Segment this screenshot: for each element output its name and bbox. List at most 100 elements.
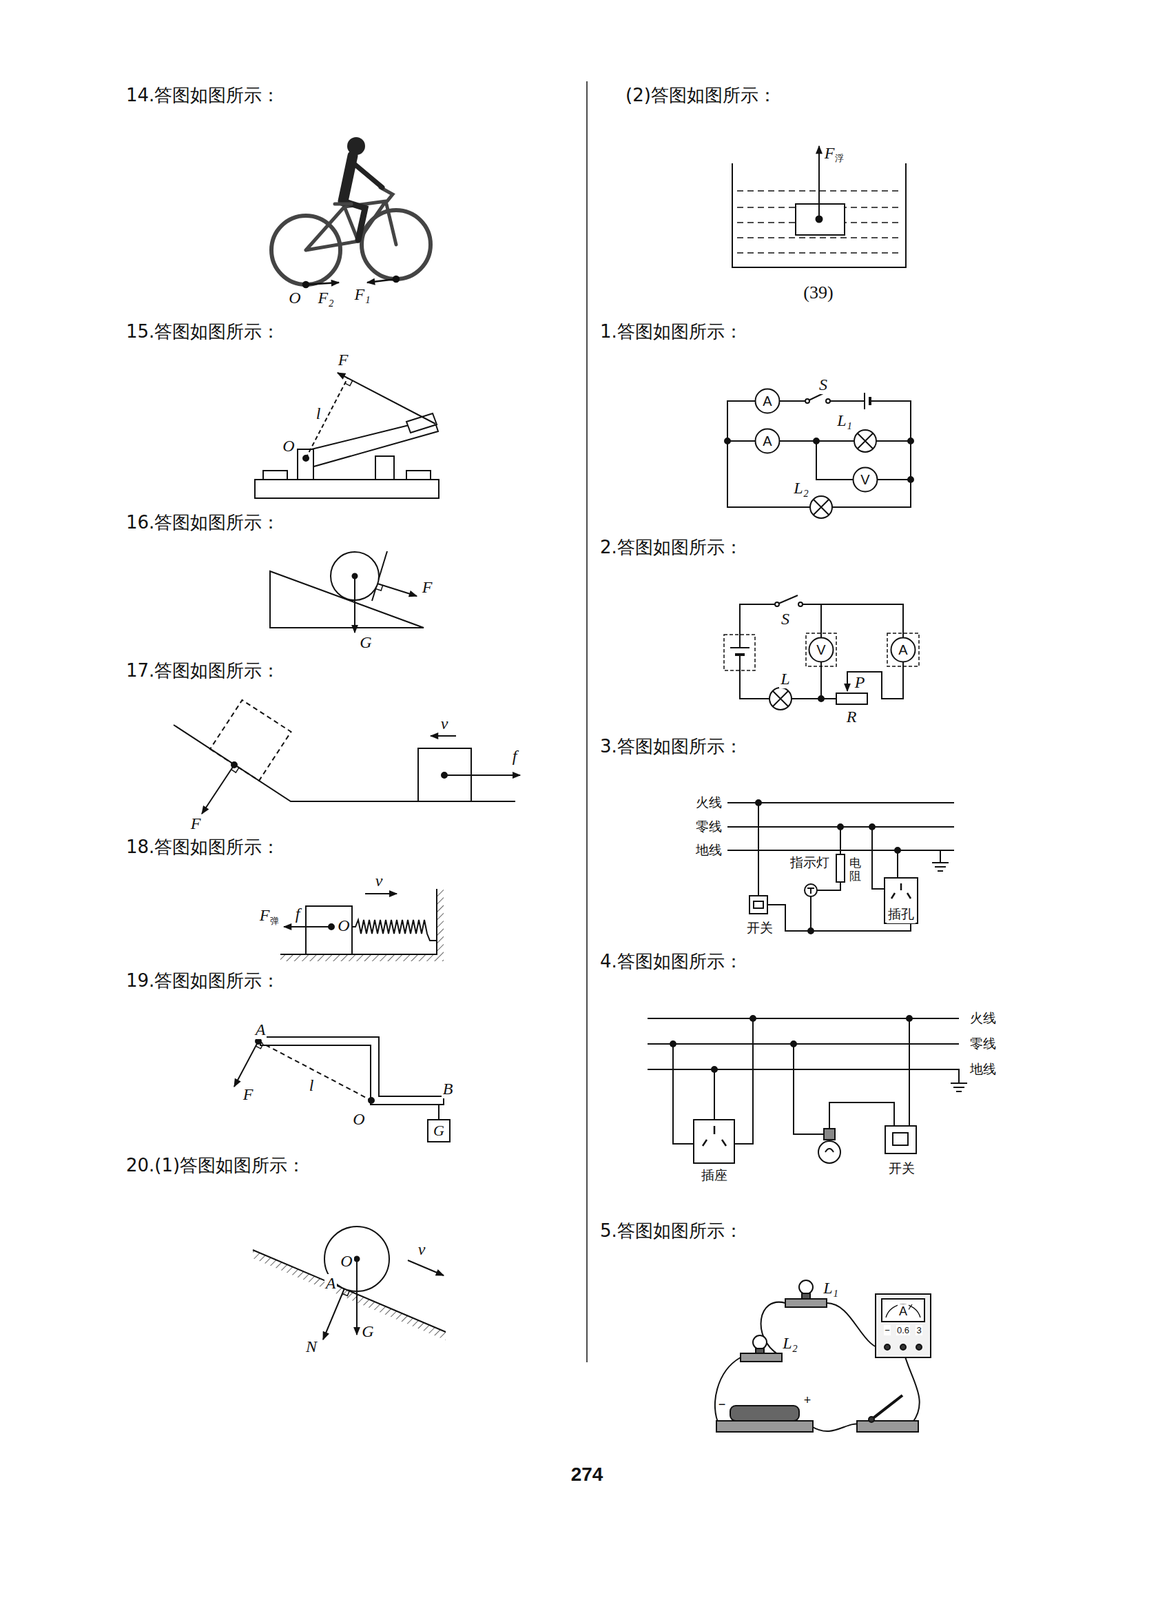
subscript-label: 弹 (268, 914, 281, 928)
household-circuit-3-part (872, 826, 898, 889)
bicycle-figure-part (352, 162, 383, 188)
node-label: V (860, 471, 870, 488)
household-circuit-4-part (790, 1040, 797, 1047)
household-circuit-3-part (891, 883, 911, 899)
circuit-1-part (825, 398, 831, 403)
circuit-1 (724, 391, 914, 519)
answer-heading: 15.答图如图所示： (124, 319, 282, 344)
answer-heading: 18.答图如图所示： (124, 834, 282, 860)
household-circuit-4-part (823, 1128, 835, 1140)
household-circuit-4-part (647, 1018, 959, 1083)
real-circuit-5-part (785, 1298, 827, 1307)
variable-label: f (511, 746, 519, 766)
incline-figure-part (173, 724, 516, 802)
circuit-2-part-part (887, 633, 919, 667)
lever-figure-part (297, 449, 314, 480)
lever-figure-part (345, 380, 353, 386)
household-circuit-3-part (808, 927, 814, 934)
meter-circle (755, 429, 780, 454)
wedge-figure-part (376, 584, 384, 591)
spring-figure-part (283, 925, 332, 928)
circuit-2-part-part (724, 634, 756, 671)
wire-label: 火线 (968, 1009, 998, 1028)
household-circuit-4-part (950, 1082, 968, 1092)
variable-label: F₁ (352, 285, 372, 304)
variable-label: l (307, 1076, 316, 1095)
bent-lever-figure-part (234, 1040, 259, 1087)
circuit-2-part (818, 695, 824, 702)
slope-figure-part (252, 1249, 446, 1340)
meter-scale-label: 3 (915, 1324, 922, 1336)
page-number: 274 (569, 1463, 605, 1486)
subscript-label: 浮 (833, 152, 846, 165)
circuit-1-part (907, 476, 914, 483)
real-circuit-5-part (811, 1423, 862, 1431)
wire-label: 插孔 (886, 905, 916, 924)
household-circuit-4-part (670, 1040, 676, 1047)
variable-label: L₂ (792, 478, 811, 498)
force-arrows-part (367, 278, 397, 283)
variable-label: B (441, 1079, 455, 1099)
meter-symbol: V (852, 466, 879, 493)
beaker-figure (732, 146, 906, 268)
meter-circle (891, 637, 916, 663)
variable-label: P (853, 673, 867, 692)
circuit-1-part (810, 495, 833, 519)
lever-figure-part (305, 378, 348, 459)
variable-label: L₁ (821, 1278, 840, 1298)
variable-label: L₁ (835, 411, 854, 430)
spring-figure-part (280, 888, 437, 955)
incline-figure-part (210, 699, 292, 781)
variable-label: S (779, 609, 791, 629)
lever-figure-part (375, 456, 395, 480)
node-label: A (762, 433, 772, 450)
variable-label: O (351, 1109, 366, 1129)
wedge-figure (270, 551, 424, 633)
variable-label: v (416, 1239, 428, 1259)
node-label: A (762, 393, 772, 410)
wire-label: 插座 (699, 1166, 729, 1185)
incline-figure-part (231, 767, 240, 773)
variable-label: O (336, 916, 351, 935)
real-circuit-5-part (740, 1352, 782, 1362)
meter-symbol: A (754, 427, 781, 454)
real-circuit-5-part (856, 1420, 919, 1432)
terminal-label: A (897, 1304, 909, 1319)
household-circuit-4-part (825, 1148, 834, 1152)
circuit-2-part (798, 602, 803, 607)
wire-label: 地线 (968, 1060, 998, 1079)
slope-figure-part (356, 1258, 358, 1335)
variable-label: R (845, 707, 859, 727)
spring-figure-part (352, 919, 437, 941)
spring-figure-part (305, 905, 353, 955)
answer-heading: (2)答图如图所示： (624, 83, 778, 108)
household-circuit-3-part (869, 823, 875, 830)
circuit-1-part (854, 429, 877, 452)
slope-figure-part (323, 1288, 345, 1340)
variable-label: O (281, 436, 296, 456)
wire-label: 零线 (694, 817, 724, 836)
household-circuit-4-part (818, 1140, 841, 1163)
bent-lever-figure-part (368, 1097, 375, 1103)
real-circuit-5-part (799, 1279, 813, 1294)
household-circuit-4-part (711, 1066, 718, 1072)
household-circuit-4-part (693, 1119, 735, 1163)
household-circuit-4-part (793, 1018, 910, 1134)
circuit-1-part (727, 400, 911, 508)
wedge-figure-part (377, 583, 417, 596)
lever-figure-part (337, 372, 436, 424)
variable-label: F (420, 577, 434, 597)
meter-symbol: V (808, 636, 835, 663)
bicycle-figure (271, 137, 431, 285)
answer-heading: 2.答图如图所示： (598, 535, 744, 560)
real-circuit-5-part (752, 1335, 767, 1349)
household-circuit-3-part (757, 802, 760, 896)
household-circuit-3-part (884, 877, 918, 924)
meter-circle (755, 389, 780, 414)
real-circuit-5-part (716, 1420, 813, 1432)
meter-scale-label: − (883, 1324, 891, 1336)
answer-heading: 16.答图如图所示： (124, 510, 282, 535)
circuit-1-part (727, 440, 911, 480)
household-circuit-3-part (837, 823, 844, 830)
